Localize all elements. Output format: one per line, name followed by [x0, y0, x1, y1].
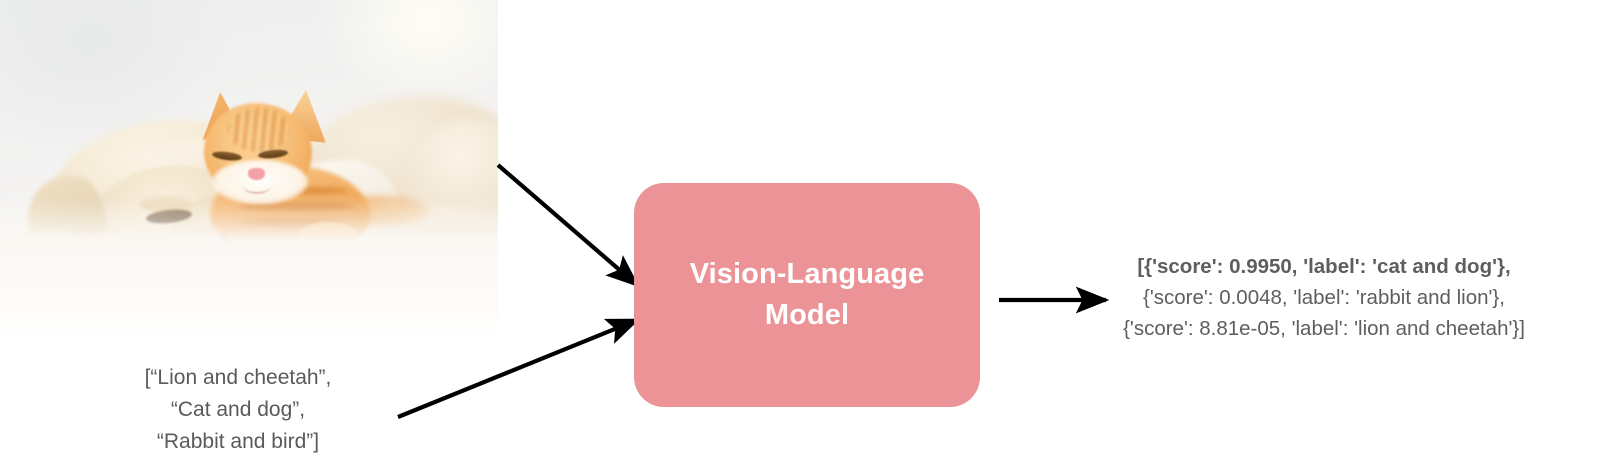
- prompt-line-2: “Cat and dog”,: [170, 397, 306, 421]
- kitten-nose: [248, 168, 265, 180]
- prompt-label-list: [“Lion and cheetah”, “Cat and dog”, “Rab…: [88, 362, 388, 458]
- model-label-line-2: Model: [764, 299, 850, 331]
- prompt-line-1: [“Lion and cheetah”,: [144, 366, 332, 389]
- arrow-image-to-model: [496, 163, 640, 288]
- prompt-line-3: “Rabbit and bird”]: [156, 429, 320, 453]
- arrow-prompt-to-model: [397, 318, 641, 419]
- input-image: [0, 0, 498, 332]
- model-output: [{'score': 0.9950, 'label': 'cat and dog…: [1060, 251, 1588, 344]
- model-label: Vision-Language Model: [690, 254, 925, 336]
- output-line-3: {'score': 8.81e-05, 'label': 'lion and c…: [1123, 317, 1525, 341]
- kitten-forehead-stripes: [228, 108, 290, 152]
- output-line-2: {'score': 0.0048, 'label': 'rabbit and l…: [1143, 286, 1505, 310]
- model-label-line-1: Vision-Language: [689, 257, 925, 290]
- blanket-floor: [0, 196, 498, 332]
- output-line-1: [{'score': 0.9950, 'label': 'cat and dog…: [1137, 255, 1511, 278]
- model-box[interactable]: Vision-Language Model: [634, 183, 980, 407]
- kitten-mouth: [243, 178, 271, 194]
